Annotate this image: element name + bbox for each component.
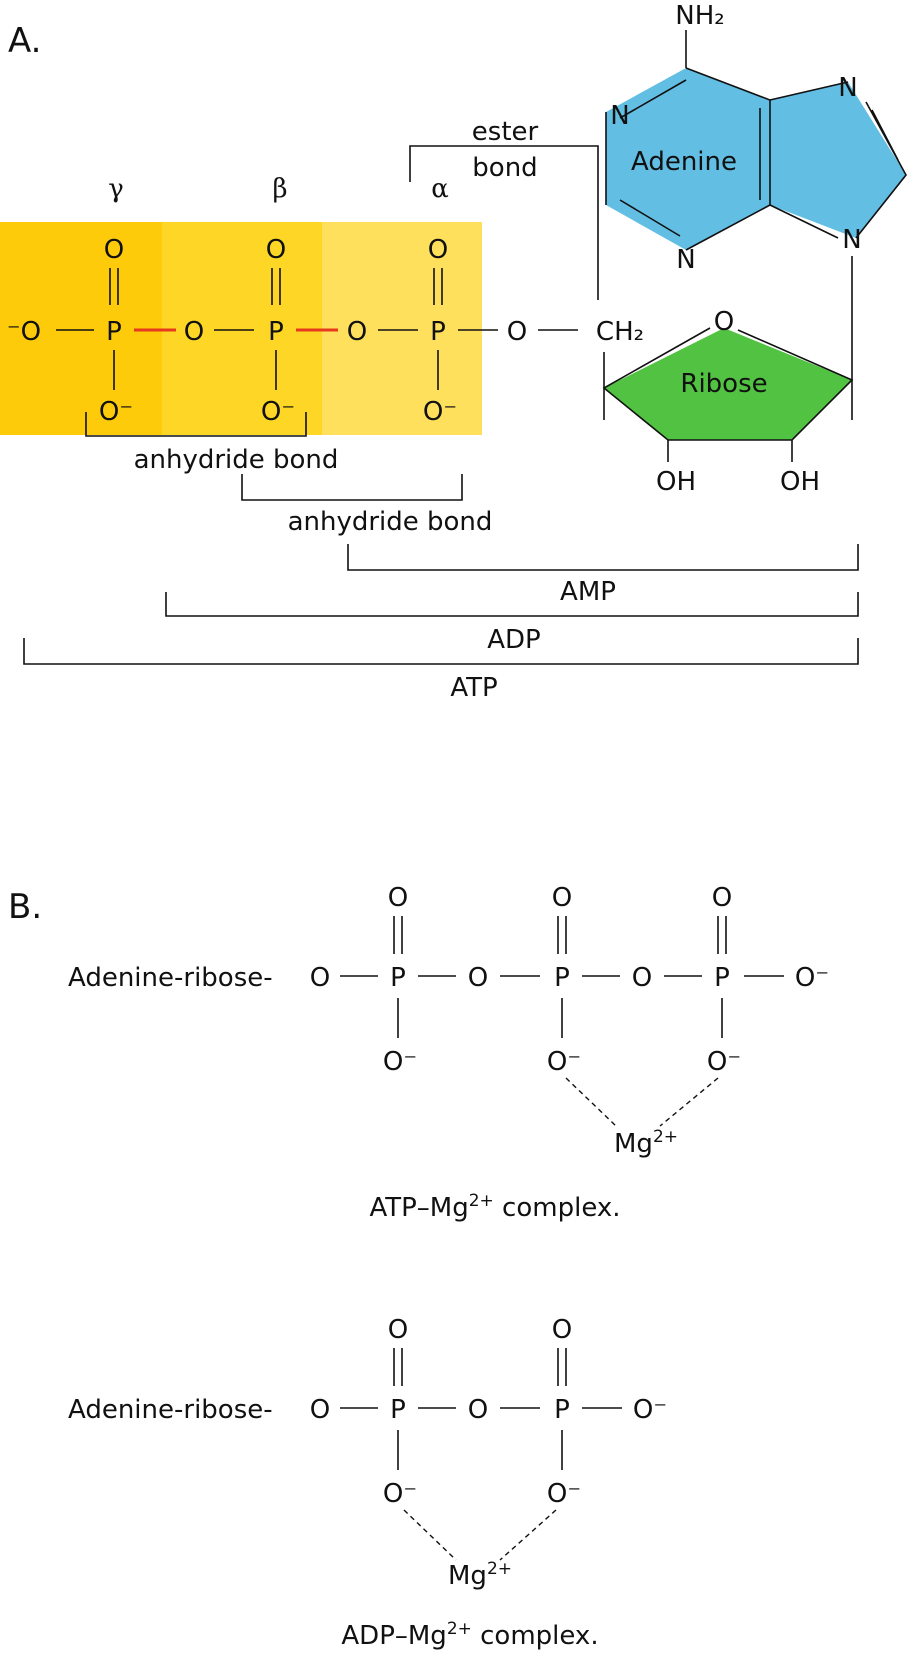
alpha-negative-oxygen: O⁻	[383, 1479, 417, 1509]
adenine-nitrogen-7: N	[838, 73, 857, 103]
panel-a-label: A.	[8, 21, 41, 61]
atp-mg-caption: ATP–Mg2+ complex.	[369, 1191, 620, 1223]
adenine-nitrogen-3: N	[676, 245, 695, 275]
ester-bond-bracket	[409, 145, 599, 300]
adp-mg-complex: Adenine-ribose- O P O P O⁻ O O O⁻ O⁻ Mg2…	[68, 1315, 667, 1651]
bridging-oxygen-atom: O	[310, 963, 330, 993]
anhydride-bond-label-1: anhydride bond	[134, 445, 339, 475]
ribose-ring-outline	[602, 327, 854, 441]
terminal-negative-oxygen: O⁻	[633, 1395, 667, 1425]
adenine-imidazole-outline	[769, 81, 907, 239]
beta-phosphorus-atom: P	[268, 317, 284, 347]
gamma-negative-oxygen: O⁻	[99, 397, 133, 427]
ribose-label: Ribose	[680, 369, 767, 399]
ester-bond-label-line2: bond	[472, 153, 537, 183]
adenine-ring-outline	[605, 67, 771, 251]
alpha-double-oxygen: O	[388, 1315, 408, 1345]
hydroxyl-3: OH	[780, 467, 820, 497]
coordination-bond	[565, 1077, 617, 1127]
gamma-double-oxygen: O	[712, 883, 732, 913]
magnesium-ion: Mg2+	[614, 1127, 678, 1159]
adenine-double-bonds	[619, 79, 761, 237]
adp-mg-caption: ADP–Mg2+ complex.	[341, 1619, 598, 1651]
bridging-oxygen-atom: O	[310, 1395, 330, 1425]
adenine-nitrogen-1: N	[610, 101, 629, 131]
beta-label: β	[272, 174, 287, 204]
gamma-phosphorus-atom: P	[106, 317, 122, 347]
bridging-oxygen-atom: O	[347, 317, 367, 347]
adenine-ribose-prefix: Adenine-ribose-	[68, 963, 273, 993]
coordination-bond	[403, 1509, 457, 1561]
terminal-negative-oxygen: O⁻	[795, 963, 829, 993]
alpha-phosphorus-atom: P	[390, 1395, 406, 1425]
beta-phosphorus-atom: P	[554, 963, 570, 993]
coordination-bond	[499, 1509, 557, 1561]
ribose-oxygen-atom: O	[714, 307, 734, 337]
beta-phosphorus-atom: P	[554, 1395, 570, 1425]
adenine-imidazole-ring	[770, 82, 906, 238]
amp-bracket	[347, 544, 859, 571]
alpha-double-oxygen: O	[388, 883, 408, 913]
amp-label: AMP	[560, 577, 616, 607]
adenine-nitrogen-9: N	[842, 225, 861, 255]
ester-oxygen-atom: O	[507, 317, 527, 347]
adenine-ribose-prefix: Adenine-ribose-	[68, 1395, 273, 1425]
bridging-oxygen-atom: O	[468, 1395, 488, 1425]
gamma-negative-oxygen: O⁻	[707, 1047, 741, 1077]
ribose-ring	[604, 328, 852, 440]
alpha-phosphorus-atom: P	[390, 963, 406, 993]
ch2-group: CH₂	[596, 317, 644, 347]
hydroxyl-2: OH	[656, 467, 696, 497]
anhydride-bond-bracket-2	[241, 474, 463, 501]
beta-double-oxygen: O	[552, 883, 572, 913]
coordination-bond	[659, 1077, 719, 1127]
alpha-phosphate-box	[322, 222, 482, 435]
panel-b-label: B.	[8, 887, 42, 927]
adenine-label: Adenine	[631, 147, 737, 177]
amine-group: NH₂	[675, 1, 724, 31]
bridging-oxygen-atom: O	[632, 963, 652, 993]
adp-bracket	[165, 592, 859, 617]
beta-negative-oxygen: O⁻	[261, 397, 295, 427]
anhydride-bond-bracket-1	[85, 412, 307, 437]
magnesium-ion: Mg2+	[448, 1559, 512, 1591]
adenine-ring	[606, 68, 770, 250]
beta-negative-oxygen: O⁻	[547, 1047, 581, 1077]
anhydride-bond-label-2: anhydride bond	[288, 507, 493, 537]
gamma-label: γ	[108, 174, 124, 204]
adp-label: ADP	[487, 625, 541, 655]
bridging-oxygen-atom: O	[468, 963, 488, 993]
alpha-negative-oxygen: O⁻	[423, 397, 457, 427]
gamma-phosphorus-atom: P	[714, 963, 730, 993]
atp-label: ATP	[450, 673, 497, 703]
beta-double-oxygen: O	[266, 235, 286, 265]
gamma-double-oxygen: O	[104, 235, 124, 265]
alpha-negative-oxygen: O⁻	[383, 1047, 417, 1077]
beta-double-oxygen: O	[552, 1315, 572, 1345]
atp-mg-complex: Adenine-ribose- O P O P O P O⁻ O O O O⁻ …	[68, 883, 829, 1223]
beta-phosphate-box	[162, 222, 322, 435]
alpha-double-oxygen: O	[428, 235, 448, 265]
bridging-oxygen-atom: O	[184, 317, 204, 347]
atp-bracket	[23, 638, 859, 665]
alpha-label: α	[431, 174, 449, 204]
ester-bond-label-line1: ester	[472, 117, 539, 147]
beta-negative-oxygen: O⁻	[547, 1479, 581, 1509]
terminal-oxygen-atom: ⁻O	[7, 317, 41, 347]
alpha-phosphorus-atom: P	[430, 317, 446, 347]
